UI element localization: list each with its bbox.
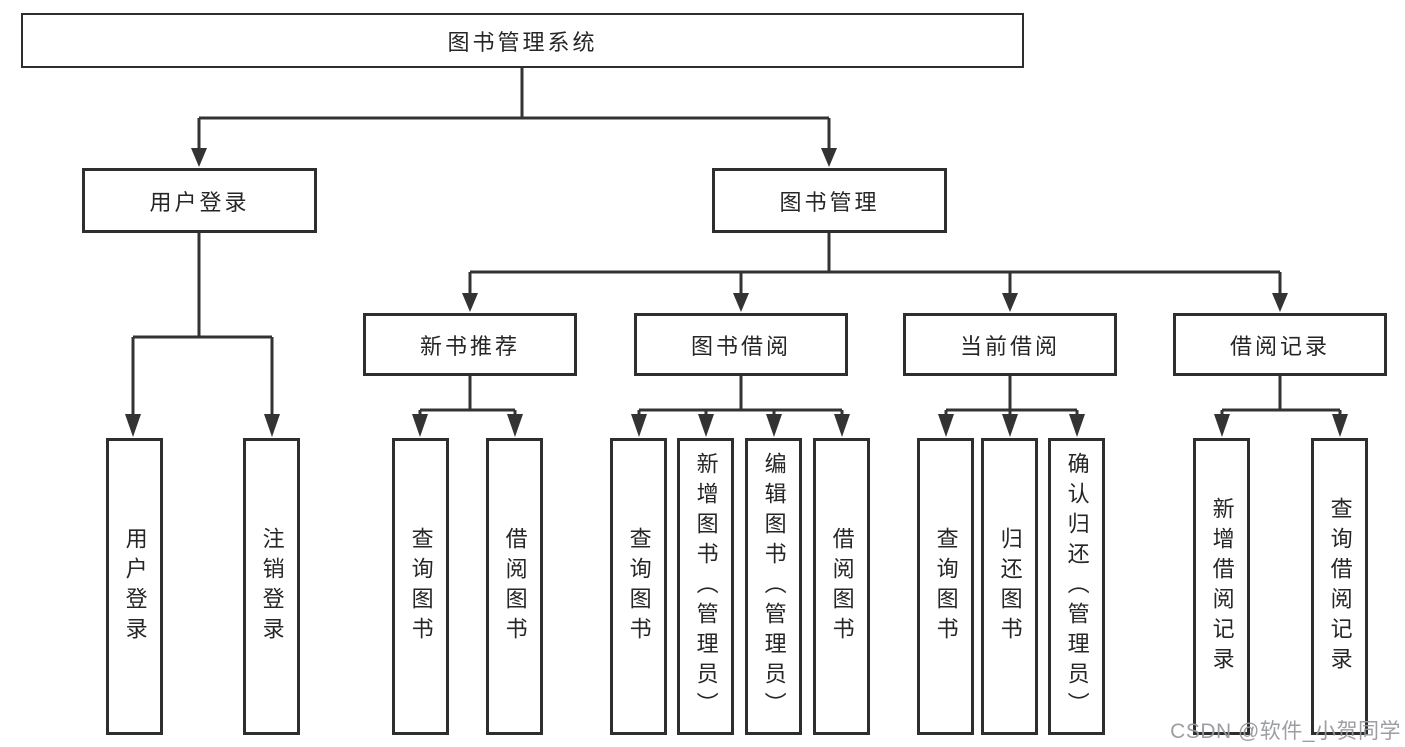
leaf-query-borrowing-record: 查询借阅记录 xyxy=(1311,438,1368,735)
leaf-add-books-admin: 新增图书（管理员） xyxy=(677,438,734,735)
node-label: 用户登录 xyxy=(122,526,148,647)
leaf-query-books-recommend: 查询图书 xyxy=(392,438,449,735)
node-user-login: 用户登录 xyxy=(82,168,317,233)
node-book-management: 图书管理 xyxy=(712,168,947,233)
node-label: 查询图书 xyxy=(933,526,959,647)
node-label: 新书推荐 xyxy=(419,333,520,359)
node-label: 查询借阅记录 xyxy=(1327,496,1353,677)
leaf-borrow-books-recommend: 借阅图书 xyxy=(486,438,543,735)
leaf-logout: 注销登录 xyxy=(243,438,300,735)
node-label: 当前借阅 xyxy=(959,333,1060,359)
node-label: 借阅图书 xyxy=(502,526,528,647)
leaf-return-books: 归还图书 xyxy=(981,438,1038,735)
csdn-watermark: CSDN @软件_小贺同学 xyxy=(1170,720,1401,743)
leaf-borrow-books-borrowing: 借阅图书 xyxy=(813,438,870,735)
node-label: 借阅记录 xyxy=(1229,333,1330,359)
node-label: 借阅图书 xyxy=(829,526,855,647)
leaf-user-login: 用户登录 xyxy=(106,438,163,735)
leaf-query-books-borrowing: 查询图书 xyxy=(610,438,667,735)
node-label: 查询图书 xyxy=(626,526,652,647)
node-label: 归还图书 xyxy=(997,526,1023,647)
node-label: 新增图书（管理员） xyxy=(693,451,719,722)
node-label: 新增借阅记录 xyxy=(1209,496,1235,677)
node-label: 确认归还（管理员） xyxy=(1064,451,1090,722)
node-borrowing-records: 借阅记录 xyxy=(1173,313,1387,376)
node-label: 注销登录 xyxy=(259,526,285,647)
node-library-management-system: 图书管理系统 xyxy=(21,13,1024,68)
node-label: 图书借阅 xyxy=(690,333,791,359)
node-label: 查询图书 xyxy=(408,526,434,647)
node-current-borrowing: 当前借阅 xyxy=(903,313,1117,376)
node-label: 编辑图书（管理员） xyxy=(761,451,787,722)
node-new-book-recommend: 新书推荐 xyxy=(363,313,577,376)
node-book-borrowing: 图书借阅 xyxy=(634,313,848,376)
node-label: 用户登录 xyxy=(149,189,250,215)
node-label: 图书管理系统 xyxy=(447,29,598,55)
leaf-confirm-return-admin: 确认归还（管理员） xyxy=(1048,438,1105,735)
leaf-edit-books-admin: 编辑图书（管理员） xyxy=(745,438,802,735)
leaf-query-books-current: 查询图书 xyxy=(917,438,974,735)
arrowhead-icons xyxy=(125,148,1348,437)
node-label: 图书管理 xyxy=(779,189,880,215)
leaf-add-borrowing-record: 新增借阅记录 xyxy=(1193,438,1250,735)
